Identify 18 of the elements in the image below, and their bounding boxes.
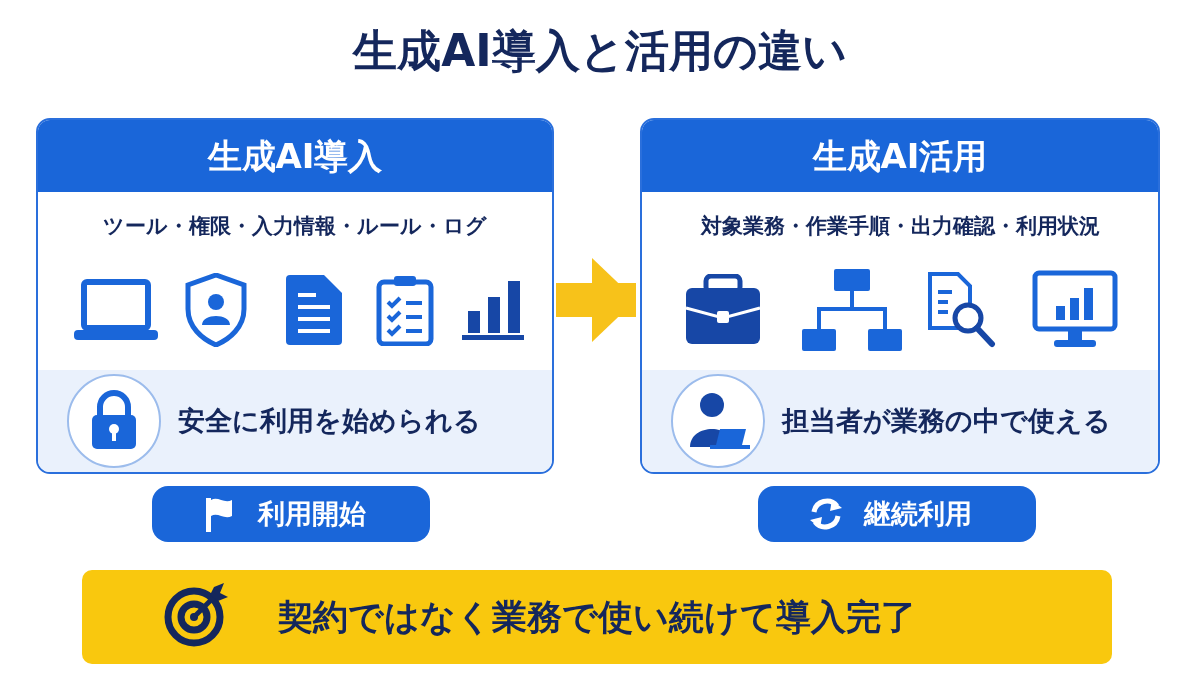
panel-header: 生成AI導入 — [38, 120, 552, 192]
panel-card — [36, 118, 554, 474]
conclusion-text: 契約ではなく業務で使い続けて導入完了 — [278, 596, 916, 639]
panel-header: 生成AI活用 — [642, 120, 1158, 192]
item-list-text: ツール・権限・入力情報・ルール・ログ — [102, 213, 488, 240]
panel-card — [640, 118, 1160, 474]
item-list-text: 対象業務・作業手順・出力確認・利用状況 — [699, 213, 1101, 240]
badge-text: 利用開始 — [258, 497, 366, 531]
summary-text: 担当者が業務の中で使える — [782, 404, 1111, 438]
summary-band — [38, 370, 552, 472]
title: 生成AI導入と活用の違い — [351, 24, 848, 78]
status-badge — [758, 486, 1036, 542]
summary-band — [642, 370, 1158, 472]
badge-text: 継続利用 — [864, 497, 972, 531]
conclusion-banner — [82, 570, 1112, 664]
status-badge — [152, 486, 430, 542]
arrow — [556, 258, 636, 342]
summary-text: 安全に利用を始められる — [178, 404, 481, 438]
